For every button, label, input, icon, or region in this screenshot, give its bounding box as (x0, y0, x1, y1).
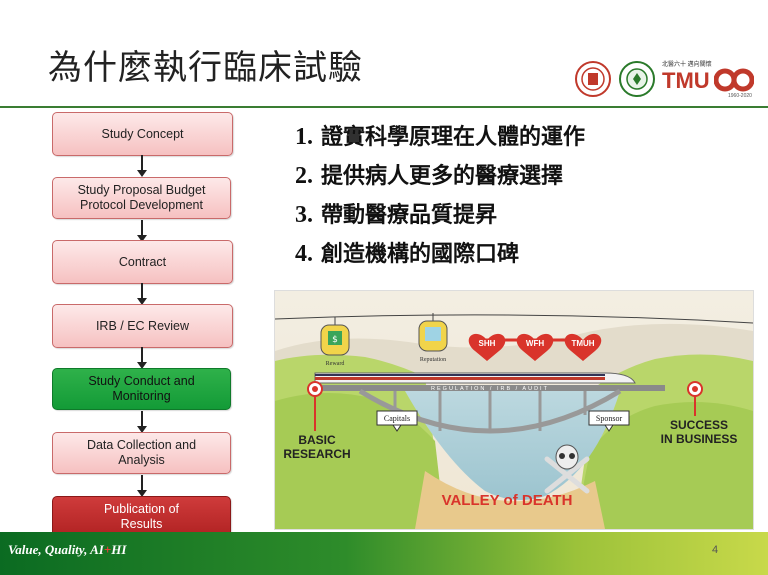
slide-title: 為什麼執行臨床試驗 (48, 48, 363, 88)
flow-arrow (137, 220, 147, 242)
hospital-seal-icon (619, 61, 655, 97)
basic-research-label-2: RESEARCH (283, 447, 350, 461)
reason-text: 證實科學原理在人體的運作 (321, 124, 586, 150)
capitals-callout: Capitals (376, 410, 418, 432)
hospital-label: TMUH (571, 339, 594, 348)
reason-text: 提供病人更多的醫療選擇 (321, 163, 564, 189)
sponsor-callout: Sponsor (588, 410, 630, 432)
reason-text: 創造機構的國際口碑 (321, 241, 520, 267)
logo-group: 北醫六十 邁向關懷 TMU 1960-2020 (574, 54, 754, 104)
reason-number: 1. (295, 124, 313, 150)
step-label: Publication of Results (103, 502, 180, 531)
step-label: IRB / EC Review (95, 318, 190, 333)
capitals-label: Capitals (384, 414, 410, 423)
hospital-shh: SHH (468, 333, 506, 361)
success-label-2: IN BUSINESS (661, 432, 738, 446)
footer-bar (0, 532, 768, 575)
flow-arrow (137, 155, 147, 177)
skull-crossbones-icon (544, 444, 590, 494)
tmu-years: 1960-2020 (728, 93, 752, 99)
hospital-tmuh: TMUH (564, 333, 602, 361)
step-irb-review: IRB / EC Review (52, 304, 233, 348)
step-label: Contract (118, 254, 167, 269)
step-label: Study Conduct and Monitoring (88, 374, 195, 403)
footer-text-a: Value, Quality, AI (8, 542, 104, 557)
step-study-conduct: Study Conduct and Monitoring (52, 368, 231, 410)
footer-plus: + (103, 542, 112, 557)
page-number: 4 (712, 544, 719, 556)
step-study-proposal: Study Proposal Budget Protocol Developme… (52, 177, 231, 219)
flow-arrow (137, 283, 147, 305)
flow-arrow (137, 347, 147, 369)
bridge-text: REGULATION / IRB / AUDIT (431, 386, 549, 392)
reason-item: 1. 證實科學原理在人體的運作 (295, 122, 585, 161)
hospital-label: WFH (526, 339, 544, 348)
reputation-label: Reputation (420, 357, 446, 363)
step-data-collection: Data Collection and Analysis (52, 432, 231, 474)
reason-item: 2. 提供病人更多的醫療選擇 (295, 161, 585, 200)
reason-number: 2. (295, 163, 313, 189)
dollar-icon: $ (332, 335, 338, 345)
footer-slogan: Value, Quality, AI+HI (8, 542, 126, 558)
valley-of-death-label: VALLEY of DEATH (442, 492, 573, 509)
university-seal-icon (575, 61, 611, 97)
sixty-mark-icon (714, 68, 754, 92)
step-label: Data Collection and Analysis (86, 438, 197, 467)
reason-item: 4. 創造機構的國際口碑 (295, 239, 585, 278)
step-study-concept: Study Concept (52, 112, 233, 156)
tmu-text: TMU (662, 68, 710, 93)
basic-research-label-1: BASIC (298, 433, 336, 447)
tmu-small-text: 北醫六十 邁向關懷 (662, 62, 712, 68)
hospital-label: SHH (479, 339, 496, 348)
basic-research-pin (307, 381, 323, 431)
flow-arrow (137, 411, 147, 433)
reason-number: 3. (295, 202, 313, 228)
reason-number: 4. (295, 241, 313, 267)
tmu60-logo: 北醫六十 邁向關懷 TMU 1960-2020 (662, 57, 754, 101)
hospital-wfh: WFH (516, 333, 554, 361)
reasons-list: 1.證實科學原理在人體的運作 2.提供病人更多的醫療選擇 3.帶動醫療品質提昇 … (295, 122, 585, 278)
valley-of-death-illustration: $ Reward Reputation SHH WFH TMUH REGULAT… (274, 290, 754, 530)
reward-label: Reward (326, 361, 345, 367)
reason-item: 3. 帶動醫療品質提昇 (295, 200, 585, 239)
success-label-1: SUCCESS (670, 418, 728, 432)
title-divider (0, 106, 768, 108)
step-contract: Contract (52, 240, 233, 284)
step-publication: Publication of Results (52, 496, 231, 538)
sponsor-label: Sponsor (596, 414, 623, 423)
bullet-train (314, 372, 636, 384)
illustration-canvas: $ Reward Reputation SHH WFH TMUH REGULAT… (275, 291, 753, 529)
step-label: Study Concept (101, 126, 184, 141)
footer-text-b: HI (111, 542, 127, 557)
success-pin (687, 381, 703, 416)
flow-arrow (137, 475, 147, 497)
step-label: Study Proposal Budget Protocol Developme… (77, 183, 206, 212)
reason-text: 帶動醫療品質提昇 (321, 202, 498, 228)
